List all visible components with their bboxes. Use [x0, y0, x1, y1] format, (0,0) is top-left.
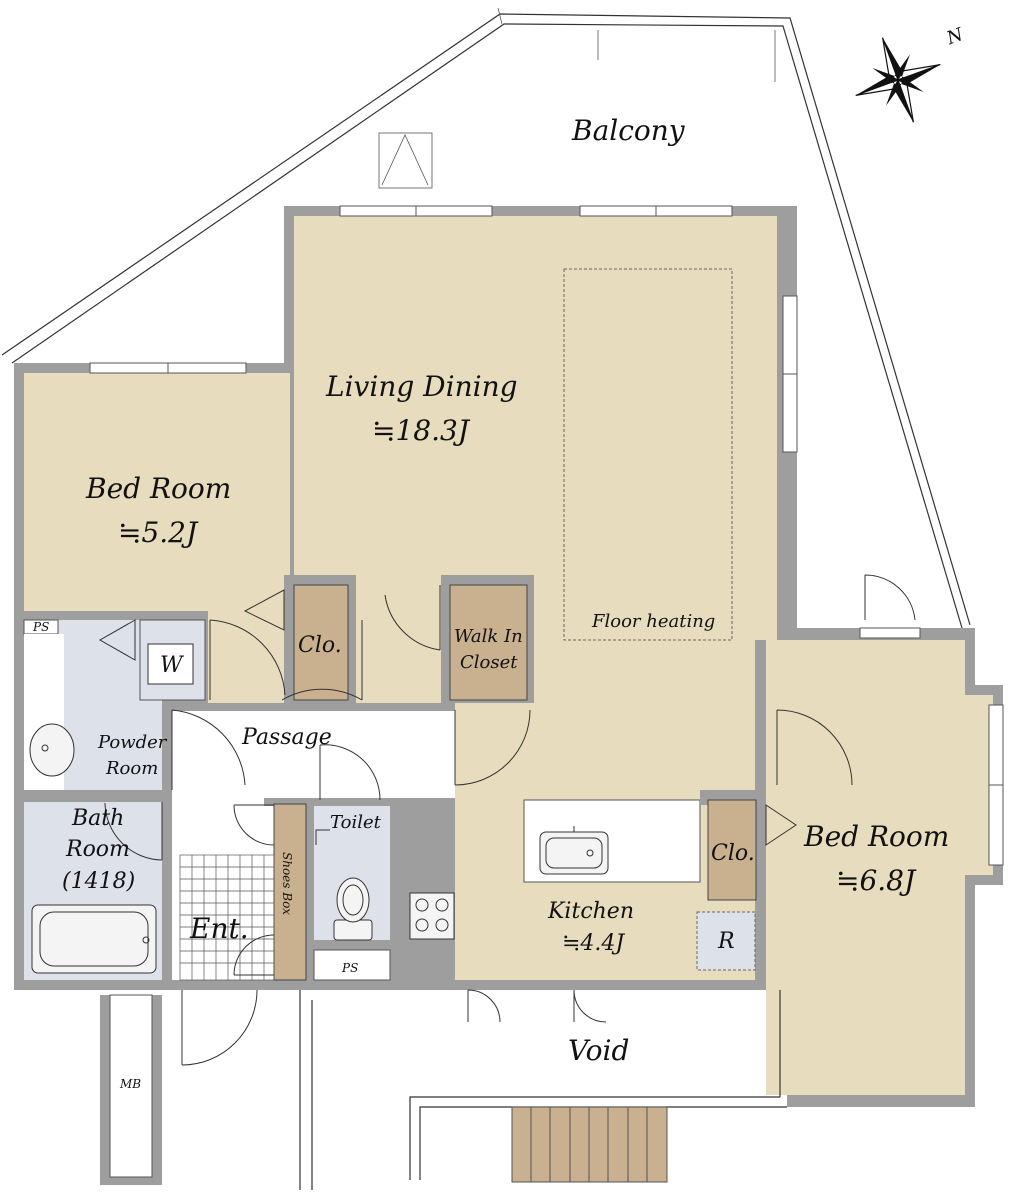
- powder-room-label-1: Powder: [97, 732, 168, 753]
- refrigerator-space: [696, 911, 756, 971]
- shoes-door: [233, 804, 275, 846]
- passage-area: [172, 703, 455, 798]
- bedroom-west-label: Bed Room: [85, 472, 231, 505]
- shoes-box-label: Shoes Box: [280, 852, 294, 915]
- living-dining-room: [294, 216, 777, 790]
- bedroom-west-lower: [208, 611, 290, 703]
- floor-heating-label: Floor heating: [591, 611, 715, 632]
- ps-label-powder: PS: [32, 620, 49, 634]
- closet-1[interactable]: [293, 584, 349, 701]
- meter-box: [100, 994, 162, 1185]
- bedroom-west-size: ≒5.2J: [118, 516, 199, 549]
- kitchen-size: ≒4.4J: [562, 931, 625, 956]
- walk-in-closet[interactable]: [449, 584, 528, 701]
- balcony-area: Balcony: [1, 7, 971, 629]
- bedroom-east-door: [776, 709, 853, 786]
- powder-room-label-2: Room: [105, 758, 158, 779]
- sink-icon: [539, 826, 609, 875]
- balcony-door-east: [864, 574, 916, 621]
- mb-label: MB: [119, 1077, 141, 1091]
- entrance-label: Ent.: [189, 912, 249, 945]
- floor-heating-area: [563, 268, 733, 641]
- bath-room-label-2: Room: [65, 837, 130, 862]
- bedroom-east-label: Bed Room: [803, 820, 949, 853]
- bath-door: [104, 802, 163, 861]
- void-door-2: [573, 989, 607, 1023]
- powder-closet-door: [98, 619, 136, 661]
- entrance-door: [181, 989, 258, 1066]
- walk-in-closet-label-2: Closet: [460, 652, 518, 673]
- toilet-door: [319, 744, 381, 801]
- shoes-door-2: [233, 934, 275, 976]
- balcony-label: Balcony: [571, 114, 686, 147]
- passage-door: [454, 709, 531, 786]
- walk-in-closet-label-1: Walk In: [454, 626, 523, 647]
- living-dining-size: ≒18.3J: [372, 414, 471, 447]
- stairs: [511, 1106, 668, 1183]
- toilet-label: Toilet: [330, 812, 382, 833]
- closet-2-label: Clo.: [711, 841, 755, 866]
- closet-2[interactable]: [707, 799, 757, 901]
- bedroom-east-size: ≒6.8J: [836, 864, 917, 897]
- washer-icon: [147, 643, 194, 685]
- bath-room-label-3: (1418): [62, 869, 135, 894]
- closet-door: [243, 589, 285, 631]
- bedroom-west: [24, 373, 290, 611]
- entrance-area: [172, 798, 274, 980]
- living-dining-label: Living Dining: [325, 370, 518, 403]
- passage-label: Passage: [241, 725, 332, 750]
- wic-door: [384, 585, 441, 651]
- void-area: [299, 990, 787, 1190]
- closet-2-door: [765, 804, 797, 846]
- powder-door: [171, 709, 246, 790]
- refrigerator-label: R: [717, 929, 735, 954]
- living-door: [281, 620, 363, 701]
- ps-box-toilet: [313, 949, 391, 981]
- closet-1-label: Clo.: [298, 633, 342, 658]
- doors[interactable]: [98, 574, 916, 1066]
- shoes-box[interactable]: [273, 803, 307, 981]
- hatch-icon: [378, 132, 433, 189]
- kitchen-label: Kitchen: [547, 899, 634, 924]
- windows: [89, 205, 1004, 866]
- bedroom-west-door: [209, 619, 286, 700]
- ps-label-toilet: PS: [341, 961, 358, 975]
- bath-room-label-1: Bath: [71, 806, 124, 831]
- entrance-tiles: [179, 854, 275, 981]
- stove-icon: [409, 892, 455, 940]
- compass-north-label: N: [943, 24, 967, 50]
- washer-label: W: [160, 653, 185, 678]
- compass-rose-icon: [855, 37, 941, 123]
- washbasin-icon: [29, 723, 75, 777]
- void-label: Void: [568, 1034, 629, 1067]
- bedroom-east: [766, 640, 965, 1095]
- bathtub-icon: [31, 904, 157, 974]
- void-door-1: [467, 989, 501, 1023]
- toilet-icon: [315, 829, 373, 941]
- bedroom-east-bay: [965, 695, 993, 875]
